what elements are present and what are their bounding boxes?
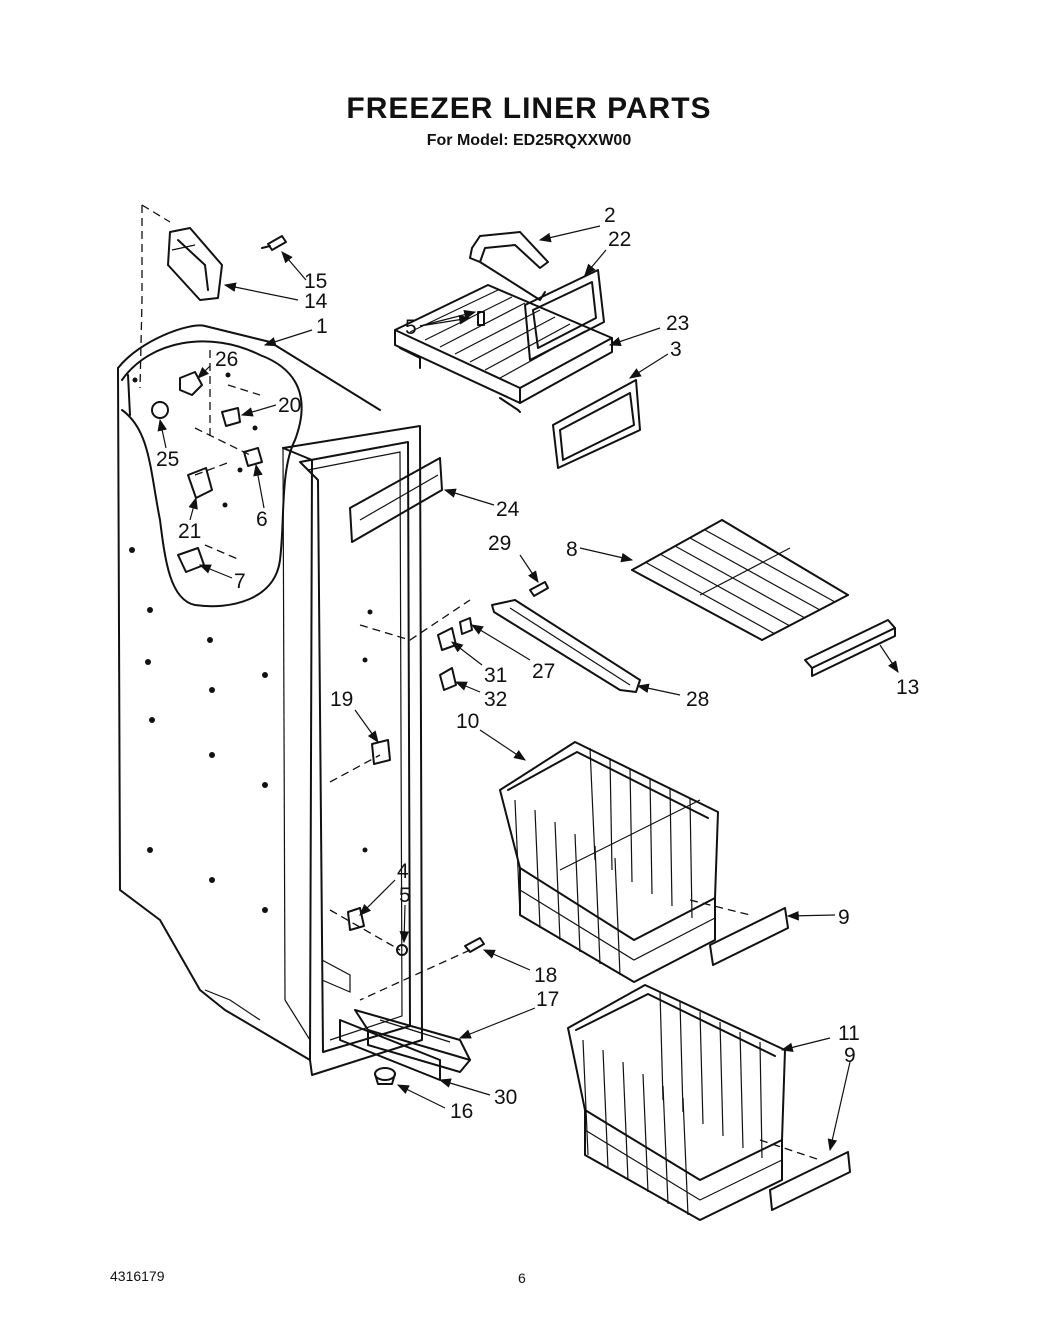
callout-9-top: 9	[838, 906, 850, 929]
callout-9-bottom: 9	[844, 1044, 856, 1067]
callout-31: 31	[484, 664, 507, 687]
callout-13: 13	[896, 676, 919, 699]
part-21	[187, 467, 213, 499]
trim-17	[354, 1009, 471, 1073]
callout-21: 21	[178, 520, 201, 543]
callout-18: 18	[534, 964, 557, 987]
callout-24: 24	[496, 498, 520, 521]
callout-29: 29	[488, 532, 511, 555]
freezer-liner	[117, 324, 423, 1076]
part-6	[243, 447, 263, 467]
part-16	[374, 1067, 396, 1085]
part-20	[221, 407, 241, 427]
part-22	[524, 269, 605, 361]
shelf-23	[394, 284, 613, 413]
callout-20: 20	[278, 394, 301, 417]
part-31	[437, 627, 457, 651]
callout-30: 30	[494, 1086, 517, 1109]
callout-28: 28	[686, 688, 709, 711]
page-title: FREEZER LINER PARTS	[346, 92, 712, 125]
part-25	[151, 401, 169, 419]
callout-labels: 2 22 23 3 5 15 14 1 26 20 25 6 21 7 24 8…	[156, 204, 919, 1123]
callout-11: 11	[838, 1022, 860, 1045]
callout-2: 2	[604, 204, 616, 227]
callout-7: 7	[234, 570, 246, 593]
callout-1: 1	[316, 315, 328, 338]
rail-28	[491, 599, 641, 693]
callout-5-bottom: 5	[399, 884, 411, 907]
callout-10: 10	[456, 710, 479, 733]
part-32	[439, 667, 457, 691]
part-24	[349, 457, 443, 543]
part-4	[347, 907, 365, 931]
callout-17: 17	[536, 988, 559, 1011]
callout-22: 22	[608, 228, 631, 251]
callout-4: 4	[397, 860, 409, 883]
screw-18	[464, 937, 485, 953]
basket-11	[567, 984, 786, 1221]
part-7	[177, 547, 205, 573]
page-number: 6	[518, 1270, 526, 1286]
callout-5-top: 5	[405, 316, 417, 339]
part-26	[179, 371, 203, 396]
callout-3: 3	[670, 338, 682, 361]
callout-25: 25	[156, 448, 179, 471]
callout-6: 6	[256, 508, 268, 531]
handle-2	[469, 231, 549, 301]
callout-16: 16	[450, 1100, 473, 1123]
part-3	[552, 379, 641, 469]
screw-5b	[396, 944, 408, 956]
callout-26: 26	[215, 348, 238, 371]
callout-23: 23	[666, 312, 689, 335]
trim-9b	[769, 1151, 851, 1211]
callout-14: 14	[304, 290, 328, 313]
bracket-14	[167, 227, 223, 301]
leader-lines	[157, 225, 899, 1152]
callout-8: 8	[566, 538, 578, 561]
callout-32: 32	[484, 688, 507, 711]
screw-15	[261, 235, 287, 251]
document-number: 4316179	[110, 1268, 165, 1284]
trim-9a	[709, 907, 789, 966]
part-27	[459, 617, 473, 635]
screw-5a	[477, 311, 485, 326]
model-subtitle: For Model: ED25RQXXW00	[426, 132, 632, 149]
callout-27: 27	[532, 660, 555, 683]
wire-shelf-8	[631, 519, 849, 641]
basket-10	[499, 741, 719, 983]
callout-19: 19	[330, 688, 353, 711]
trim-13	[804, 619, 896, 677]
callout-15: 15	[304, 270, 327, 293]
screw-29	[529, 581, 549, 597]
part-19	[371, 739, 391, 765]
